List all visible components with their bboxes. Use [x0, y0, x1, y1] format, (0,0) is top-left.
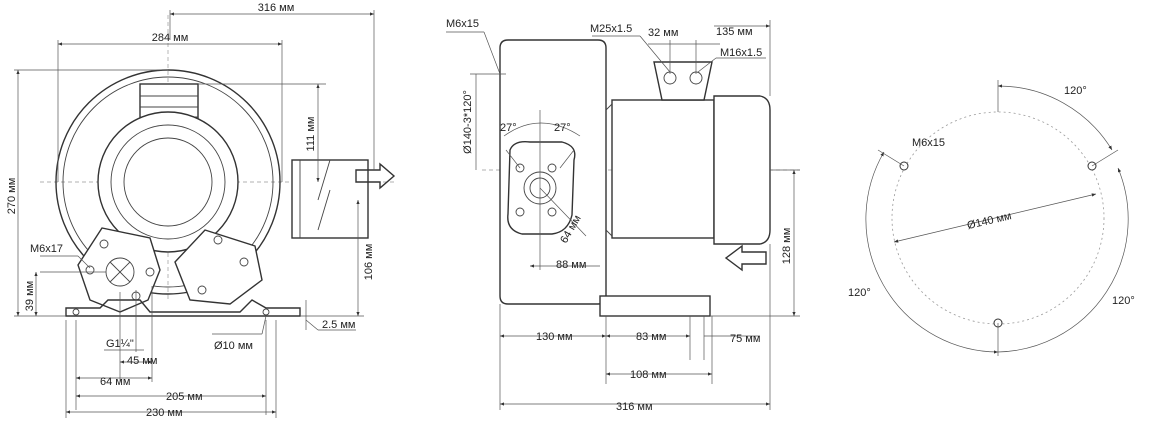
dim-75: 75 мм: [730, 333, 760, 345]
label-120-left: 120°: [848, 287, 871, 299]
right-mount-bracket: [174, 229, 263, 305]
motor-boss-mid: [110, 124, 226, 240]
dim-106: 106 мм: [363, 244, 375, 281]
dim-135: 135 мм: [716, 26, 753, 38]
dim-64-front: 64 мм: [100, 376, 130, 388]
motor-body: [611, 99, 715, 239]
dim-316-side: 316 мм: [616, 401, 653, 413]
label-120-top: 120°: [1064, 85, 1087, 97]
outlet-arrow-icon: [355, 162, 396, 190]
label-phi140-flange: Ø140 мм: [966, 210, 1013, 232]
front-view: 316 мм 284 мм 270 мм 111 мм 106 мм 39 мм…: [6, 2, 396, 419]
label-phi140-side: Ø140-3*120°: [462, 90, 474, 154]
housing-inner-ring: [62, 76, 274, 288]
angle-27-right: 27°: [554, 122, 571, 134]
dim-88: 88 мм: [556, 259, 586, 271]
dim-284: 284 мм: [152, 32, 189, 44]
dim-45: 45 мм: [127, 355, 157, 367]
dim-316-front: 316 мм: [258, 2, 295, 14]
dim-111: 111 мм: [305, 117, 317, 152]
dim-128: 128 мм: [781, 228, 793, 265]
terminal-box: [653, 61, 713, 101]
label-m25: M25x1.5: [590, 23, 632, 35]
side-view: 27° 27° M6x15 Ø140-3*120° M25x1.5 32 мм …: [446, 18, 800, 413]
inlet-arrow-icon: [724, 244, 767, 272]
fan-cover: [713, 95, 771, 245]
flange-view: Ø140 мм M6x15 120° 120° 120°: [848, 80, 1135, 356]
dim-39: 39 мм: [24, 281, 36, 311]
dim-205: 205 мм: [166, 391, 203, 403]
label-120-right: 120°: [1112, 295, 1135, 307]
arc-120-top: [997, 84, 1113, 151]
arc-120-left: [865, 151, 999, 354]
dim-230: 230 мм: [146, 407, 183, 419]
dim-32: 32 мм: [648, 27, 678, 39]
side-base: [599, 295, 711, 317]
label-phi10: Ø10 мм: [214, 340, 253, 352]
label-m6x15-side: M6x15: [446, 18, 479, 30]
dim-108: 108 мм: [630, 369, 667, 381]
dim-130: 130 мм: [536, 331, 573, 343]
angle-27-left: 27°: [500, 122, 517, 134]
motor-boss-outer: [97, 111, 239, 253]
dim-83: 83 мм: [636, 331, 666, 343]
flange-plate: [507, 140, 576, 235]
label-m16: M16x1.5: [720, 47, 762, 59]
dim-2-5: 2.5 мм: [322, 319, 355, 331]
left-mount-bracket: [77, 227, 161, 313]
label-m6x15-flange: M6x15: [912, 137, 945, 149]
label-m6x17: M6x17: [30, 243, 63, 255]
arc-120-right: [997, 167, 1129, 353]
motor-boss-inner: [123, 137, 213, 227]
dim-270: 270 мм: [6, 178, 18, 215]
base-plate: [65, 299, 301, 317]
